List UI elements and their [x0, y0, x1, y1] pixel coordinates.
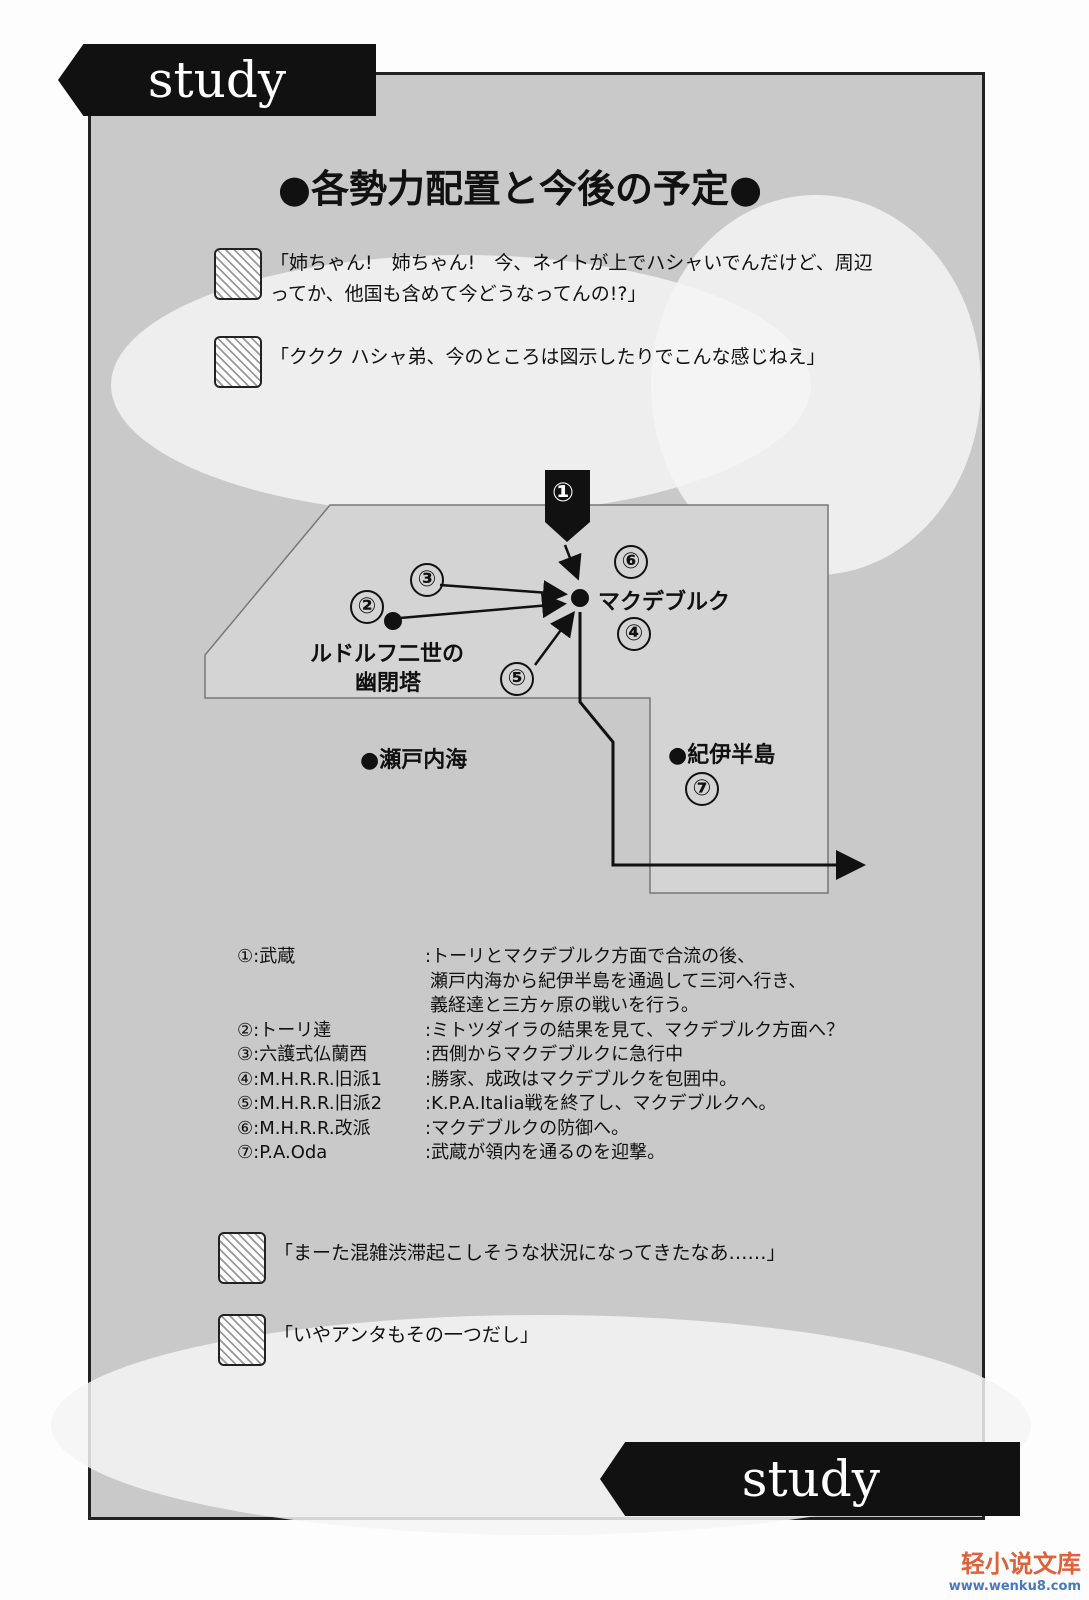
- label-magdeburg: マクデブルク: [598, 590, 731, 615]
- legend-key: ⑥:M.H.R.R.改派: [237, 1117, 371, 1139]
- marker-3: ③: [410, 563, 444, 597]
- legend-row: ②:トーリ達 :ミトツダイラの結果を見て、マクデブルク方面へ？: [237, 1019, 844, 1044]
- legend-text: :ミトツダイラの結果を見て、マクデブルク方面へ？: [425, 1019, 845, 1041]
- page-title: ●各勢力配置と今後の予定●: [277, 167, 763, 211]
- character-avatar-icon: [214, 336, 262, 388]
- legend-text: :トーリとマクデブルク方面で合流の後、: [425, 946, 756, 967]
- dialogue-3: 「まーた混雑渋滞起こしそうな状況になってきたなあ……」: [218, 1232, 785, 1284]
- legend: ①:武蔵 :トーリとマクデブルク方面で合流の後、瀬戸内海から紀伊半島を通過して三河…: [237, 945, 844, 1166]
- marker-4: ④: [617, 617, 651, 651]
- legend-text: :武蔵が領内を通るのを迎撃。: [425, 1142, 666, 1163]
- watermark-text: 轻小说文库: [961, 1550, 1081, 1578]
- watermark-url: www.wenku8.com: [948, 1579, 1081, 1594]
- label-setonaikai: ●瀬戸内海: [360, 748, 468, 773]
- label-kii: ●紀伊半島: [668, 743, 776, 768]
- legend-text: :K.P.A.Italia戦を終了し、マクデブルクへ。: [425, 1093, 777, 1114]
- marker-5: ⑤: [500, 662, 534, 696]
- land-region: [204, 504, 829, 894]
- legend-text: :勝家、成政はマクデブルクを包囲中。: [425, 1068, 738, 1090]
- legend-text: 義経達と三方ヶ原の戦いを行う。: [430, 995, 699, 1016]
- study-tab-top: study: [58, 44, 376, 116]
- legend-row: ⑤:M.H.R.R.旧派2 :K.P.A.Italia戦を終了し、マクデブルクへ。: [237, 1092, 844, 1117]
- character-avatar-icon: [218, 1232, 266, 1284]
- dialogue-line: 「姉ちゃん! 姉ちゃん! 今、ネイトが上でハシャいでんだけど、周辺: [270, 252, 873, 274]
- arrow: [558, 544, 582, 581]
- legend-text: :西側からマクデブルクに急行中: [425, 1044, 684, 1065]
- dialogue-line: 「ククク ハシャ弟、今のところは図示したりでこんな感じねえ」: [270, 346, 826, 368]
- dialogue-4: 「いやアンタもその一つだし」: [218, 1314, 539, 1366]
- tab-label: study: [147, 51, 287, 109]
- tower-dot: [384, 612, 402, 630]
- dialogue-2: 「ククク ハシャ弟、今のところは図示したりでこんな感じねえ」: [214, 336, 826, 388]
- dialogue-1: 「姉ちゃん! 姉ちゃん! 今、ネイトが上でハシャいでんだけど、周辺ってか、他国も…: [214, 248, 873, 310]
- legend-text: :マクデブルクの防御へ。: [425, 1117, 630, 1139]
- character-avatar-icon: [214, 248, 262, 300]
- legend-key: ②:トーリ達: [237, 1019, 332, 1041]
- musashi-marker-icon: [545, 470, 590, 542]
- legend-row: ①:武蔵 :トーリとマクデブルク方面で合流の後、瀬戸内海から紀伊半島を通過して三河…: [237, 945, 844, 1019]
- legend-key: ⑦:P.A.Oda: [237, 1142, 328, 1163]
- arrow: [439, 580, 568, 606]
- marker-2: ②: [350, 590, 384, 624]
- label-tower: 幽閉塔: [355, 671, 422, 696]
- legend-key: ⑤:M.H.R.R.旧派2: [237, 1093, 383, 1114]
- magdeburg-dot: [571, 589, 589, 607]
- marker-7: ⑦: [685, 772, 719, 806]
- label-tower: ルドルフ二世の: [310, 642, 465, 667]
- tab-label: study: [741, 1450, 880, 1508]
- study-tab-bottom: study: [600, 1442, 1020, 1516]
- dialogue-line: 「いやアンタもその一つだし」: [274, 1324, 539, 1346]
- marker-1: ①: [552, 478, 575, 508]
- arrow: [399, 593, 567, 620]
- legend-key: ①:武蔵: [237, 946, 296, 967]
- legend-key: ③:六護式仏蘭西: [237, 1044, 368, 1065]
- arrow: [533, 610, 575, 666]
- legend-text: 瀬戸内海から紀伊半島を通過して三河へ行き、: [430, 970, 807, 992]
- legend-key: ④:M.H.R.R.旧派1: [237, 1068, 383, 1090]
- legend-row: ④:M.H.R.R.旧派1 :勝家、成政はマクデブルクを包囲中。: [237, 1068, 844, 1093]
- route-arrow: [578, 612, 866, 880]
- legend-row: ③:六護式仏蘭西 :西側からマクデブルクに急行中: [237, 1043, 844, 1068]
- legend-row: ⑥:M.H.R.R.改派 :マクデブルクの防御へ。: [237, 1117, 844, 1142]
- character-avatar-icon: [218, 1314, 266, 1366]
- dialogue-line: 「まーた混雑渋滞起こしそうな状況になってきたなあ……」: [274, 1242, 786, 1264]
- marker-6: ⑥: [614, 545, 648, 579]
- dialogue-line: ってか、他国も含めて今どうなってんの!?」: [270, 283, 647, 305]
- legend-row: ⑦:P.A.Oda :武蔵が領内を通るのを迎撃。: [237, 1141, 844, 1166]
